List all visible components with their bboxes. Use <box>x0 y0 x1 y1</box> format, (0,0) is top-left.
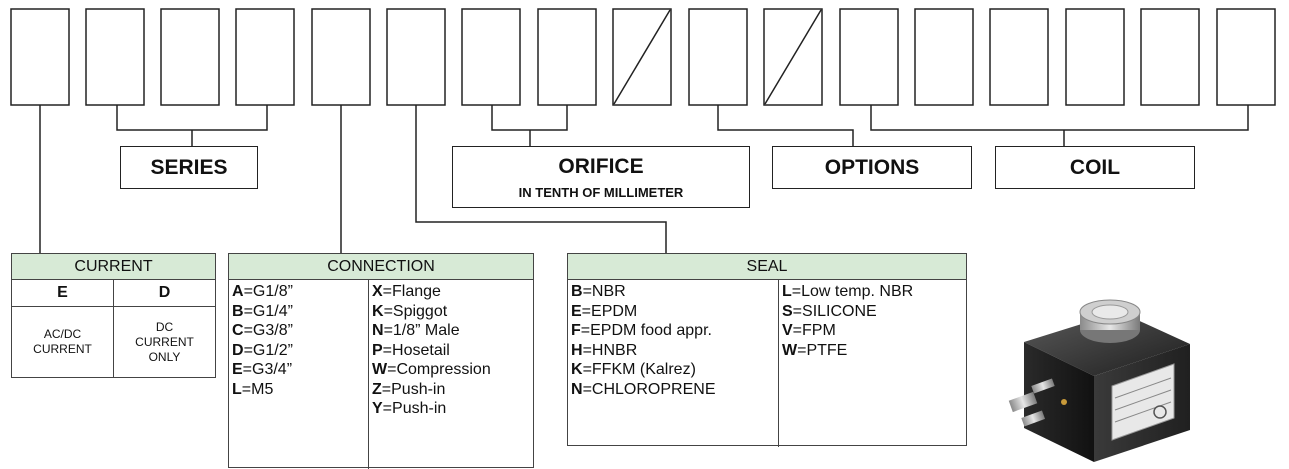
series-label: SERIES <box>120 146 258 189</box>
code-box-coil-5 <box>1140 8 1200 106</box>
code-box-current <box>10 8 70 106</box>
current-desc-line: ONLY <box>148 349 181 364</box>
code-box-orifice-1 <box>461 8 521 106</box>
code-box-coil-2 <box>914 8 974 106</box>
options-label-text: OPTIONS <box>824 155 920 179</box>
code-box-series-1 <box>85 8 145 106</box>
coil-label: COIL <box>995 146 1195 189</box>
code-box-connection <box>311 8 371 106</box>
code-box-orifice-slash <box>612 8 672 106</box>
current-desc-line: CURRENT <box>33 342 92 356</box>
connection-option: A=G1/8” <box>232 283 293 300</box>
seal-table-title: SEAL <box>568 254 966 280</box>
code-box-series-3 <box>235 8 295 106</box>
connection-option: Y=Push-in <box>372 400 447 417</box>
code-box-orifice-2 <box>537 8 597 106</box>
code-box-coil-4 <box>1065 8 1125 106</box>
orifice-label-text: ORIFICE <box>558 154 644 178</box>
coil-label-text: COIL <box>1069 155 1121 179</box>
connection-option: Z=Push-in <box>372 380 446 398</box>
current-desc-e: AC/DC CURRENT <box>12 307 113 377</box>
seal-option: F=EPDM food appr. <box>571 322 712 339</box>
connection-option: P=Hosetail <box>372 341 450 359</box>
seal-option: S=SILICONE <box>782 302 877 320</box>
seal-option: W=PTFE <box>782 341 848 359</box>
orifice-sublabel-text: IN TENTH OF MILLIMETER <box>518 184 684 200</box>
seal-col-2: L=Low temp. NBR S=SILICONE V=FPM W=PTFE <box>778 280 966 447</box>
options-label: OPTIONS <box>772 146 972 189</box>
series-label-text: SERIES <box>150 155 228 179</box>
connection-option: K=Spiggot <box>372 302 448 320</box>
connector-series <box>116 105 268 146</box>
orifice-label: ORIFICE IN TENTH OF MILLIMETER <box>452 146 750 208</box>
connection-option: C=G3/8” <box>232 322 293 339</box>
connector-options <box>717 105 854 146</box>
code-box-coil-3 <box>989 8 1049 106</box>
slash-mark <box>613 9 671 105</box>
code-box-seal <box>386 8 446 106</box>
seal-option: L=Low temp. NBR <box>782 283 914 300</box>
connection-table-title: CONNECTION <box>229 254 533 280</box>
code-box-options-1 <box>688 8 748 106</box>
connection-option: W=Compression <box>372 361 491 378</box>
current-table-title: CURRENT <box>12 254 215 280</box>
current-table: CURRENT E D AC/DC CURRENT DC CURRENT ONL… <box>11 253 216 378</box>
connection-option: N=1/8” Male <box>372 322 460 339</box>
current-code-d: D <box>113 280 215 306</box>
connection-option: B=G1/4” <box>232 302 293 320</box>
seal-option: N=CHLOROPRENE <box>571 380 716 398</box>
code-box-series-2 <box>160 8 220 106</box>
seal-option: K=FFKM (Kalrez) <box>571 361 696 378</box>
seal-table: SEAL B=NBR E=EPDM F=EPDM food appr. H=HN… <box>567 253 967 447</box>
seal-option: H=HNBR <box>571 341 638 359</box>
seal-option: B=NBR <box>571 283 626 300</box>
seal-option: V=FPM <box>782 322 836 339</box>
connector-coil <box>870 105 1249 146</box>
connection-table: CONNECTION A=G1/8” B=G1/4” C=G3/8” D=G1/… <box>228 253 534 469</box>
connection-option: X=Flange <box>372 283 441 300</box>
connector-seal <box>415 105 667 262</box>
seal-col-1: B=NBR E=EPDM F=EPDM food appr. H=HNBR K=… <box>568 280 778 447</box>
code-box-coil-6 <box>1216 8 1276 106</box>
connection-col-1: A=G1/8” B=G1/4” C=G3/8” D=G1/2” E=G3/4” … <box>229 280 368 469</box>
connection-option: L=M5 <box>232 380 274 398</box>
current-desc-line: CURRENT <box>135 334 194 349</box>
code-box-options-slash <box>763 8 823 106</box>
current-desc-d: DC CURRENT ONLY <box>113 307 215 377</box>
connection-option: E=G3/4” <box>232 361 293 378</box>
connection-option: D=G1/2” <box>232 341 293 359</box>
connector-orifice <box>491 105 568 146</box>
current-desc-line: DC <box>155 319 174 334</box>
code-box-coil-1 <box>839 8 899 106</box>
current-desc-line: AC/DC <box>43 327 82 341</box>
connection-col-2: X=Flange K=Spiggot N=1/8” Male P=Hosetai… <box>368 280 533 469</box>
current-code-e: E <box>57 284 68 301</box>
seal-option: E=EPDM <box>571 302 638 320</box>
solenoid-coil-photo-icon <box>1008 299 1190 462</box>
slash-mark <box>764 9 822 105</box>
